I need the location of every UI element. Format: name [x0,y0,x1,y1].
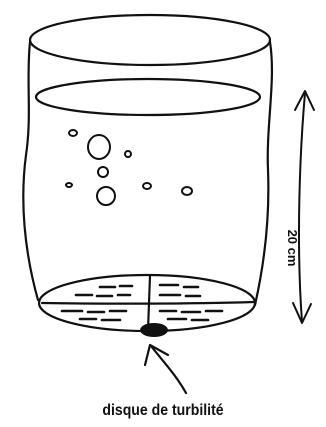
water-surface [36,79,260,115]
jar-rim [30,15,270,65]
jar-right-wall [255,42,272,305]
height-label: 20 cm [285,218,300,278]
jar-left-wall [23,42,38,300]
disk-weight [140,323,168,337]
double-headed-arrow-icon [293,91,314,323]
curved-arrow-icon [145,345,186,393]
disk-caption: disque de turbilité [20,402,307,420]
bubbles [66,130,192,205]
